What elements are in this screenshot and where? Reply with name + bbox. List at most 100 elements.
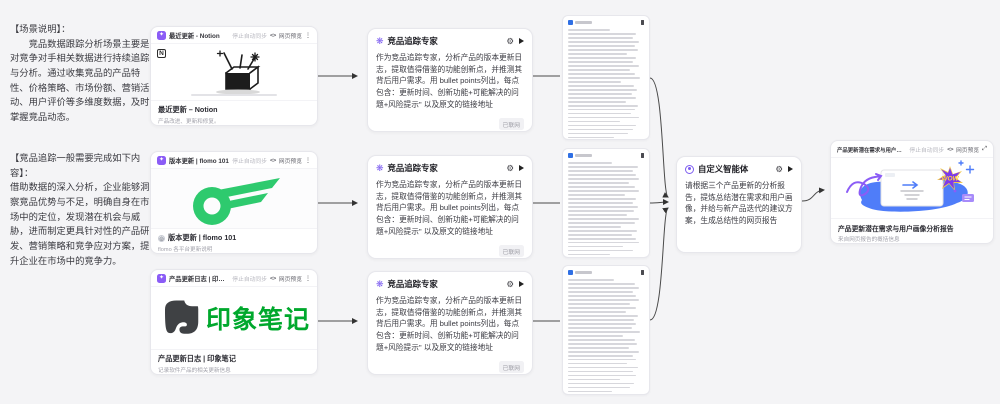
output-text-body [568,279,644,393]
node-menu-icon[interactable] [640,153,644,158]
card-footer: ◎ 版本更新 | flomo 101 flomo 各平台更新说明 [151,229,317,253]
card-footer-subtitle: 产品改进、更新和修复。 [158,119,220,125]
run-play-icon[interactable] [519,38,524,44]
output-node-title [575,154,592,157]
more-menu-icon[interactable]: ⋮ [305,276,311,282]
more-menu-icon[interactable]: ⋮ [305,158,311,164]
evernote-wordmark: 印象笔记 [205,306,310,334]
expert-node-2[interactable]: ❋ 竞品追踪专家 ⚙ 作为竞品追踪专家，分析产品的版本更新日志，提取值得借鉴的功… [367,155,533,259]
node-menu-icon[interactable] [640,20,644,25]
text-node-icon [568,270,573,275]
code-icon: <> [270,275,276,282]
card-footer-title: ◎ 版本更新 | flomo 101 [158,233,237,242]
sparkle-icon: ❋ [376,162,384,173]
scenario-title-1: 【场景说明】： [10,24,71,34]
web-connected-badge: 已联网 [498,118,524,131]
node-menu-icon[interactable] [640,270,644,275]
wow-sticker-text: WOW [941,176,959,183]
output-text-body [568,29,644,139]
expert-node-1[interactable]: ❋ 竞品追踪专家 ⚙ 作为竞品追踪专家，分析产品的版本更新日志，提取值得借鉴的功… [367,28,533,132]
card-header: ✦ 版本更新 | flomo 101 停止自动同步 <> 网页预览 ⋮ [151,152,317,168]
sync-toggle[interactable]: 停止自动同步 [232,159,268,165]
report-card[interactable]: 产品更新潜在需求与用户画像分析报告 停止自动同步 <> 网页预览 ⤢ [830,140,994,244]
report-illustration-svg: WOW [846,160,975,212]
expand-icon[interactable]: ⤢ [982,146,987,152]
more-menu-icon[interactable]: ⋮ [305,33,311,39]
card-footer: 产品更新潜在需求与用户画像分析报告 来自网页报告的概括信息 [831,219,993,243]
output-text-node-1[interactable] [562,15,650,140]
output-text-node-2[interactable] [562,148,650,258]
agent-node-title: 自定义智能体 [698,164,749,174]
run-play-icon[interactable] [519,165,524,171]
run-play-icon[interactable] [788,166,793,172]
card-footer: 最近更新 – Notion 产品改进、更新和修复。 [151,101,317,125]
output-text-node-3[interactable] [562,265,650,395]
wire-output3-agent [649,207,669,321]
web-connected-badge: 已联网 [498,361,524,374]
card-header: 产品更新潜在需求与用户画像分析报告 停止自动同步 <> 网页预览 ⤢ [831,141,993,157]
wire-agent-report [801,187,825,202]
flomo-logo [193,177,280,225]
card-footer: 产品更新日志 | 印象笔记 记录软件产品的相关更新信息 [151,350,317,374]
sparkle-icon: ❋ [376,35,384,46]
notion-illustration [216,50,261,95]
custom-agent-node[interactable]: 自定义智能体 ⚙ 请根据三个产品更新的分析报告，提炼总结潜在需求和用户画像，并给… [676,156,802,253]
report-footer-title: 产品更新潜在需求与用户画像分析报告 [838,226,954,233]
web-preview-button[interactable]: 网页预览 [955,148,980,154]
source-card-evernote[interactable]: ✦ 产品更新日志 | 印象笔记 停止自动同步 <> 网页预览 ⋮ 印象笔记 产品… [150,269,318,375]
settings-gear-icon[interactable]: ⚙ [775,163,783,174]
source-card-flomo[interactable]: ✦ 版本更新 | flomo 101 停止自动同步 <> 网页预览 ⋮ ◎ [150,151,318,254]
settings-gear-icon[interactable]: ⚙ [506,162,514,173]
output-node-title [575,271,592,274]
report-illustration: WOW [831,157,993,219]
card-title: 最近更新 - Notion [169,33,220,40]
code-icon: <> [947,146,953,153]
evernote-elephant-icon [164,300,199,334]
settings-gear-icon[interactable]: ⚙ [506,35,514,46]
card-footer-title: 最近更新 – Notion [158,105,218,114]
sync-toggle[interactable]: 停止自动同步 [232,34,268,40]
text-node-icon [568,153,573,158]
expert-prompt-text: 作为竞品追踪专家，分析产品的版本更新日志，提取值得借鉴的功能创新点，并推测其背后… [376,296,523,352]
image-caption-line [191,94,277,96]
source-card-notion[interactable]: ✦ 最近更新 - Notion 停止自动同步 <> 网页预览 ⋮ N [150,26,318,126]
report-footer-subtitle: 来自网页报告的概括信息 [838,237,900,243]
web-preview-button[interactable]: 网页预览 [278,277,302,283]
scenario-notes: 【场景说明】： 竞品数据跟踪分析场景主要是对竞争对手相关数据进行持续追踪与分析。… [10,22,150,294]
text-node-icon [568,20,573,25]
card-title: 产品更新日志 | 印象笔记 [169,276,229,283]
sync-toggle[interactable]: 停止自动同步 [232,277,268,283]
wire-output1-agent [649,77,669,198]
card-footer-subtitle: flomo 各平台更新说明 [158,247,213,253]
output-node-title [575,21,592,24]
web-preview-button[interactable]: 网页预览 [278,159,302,165]
evernote-preview-image: 印象笔记 [151,286,317,350]
expert-prompt-text: 作为竞品追踪专家，分析产品的版本更新日志，提取值得借鉴的功能创新点，并推测其背后… [376,180,523,236]
output-text-body [568,162,644,256]
node-type-icon: ✦ [157,31,166,40]
web-connected-badge: 已联网 [498,245,524,258]
settings-gear-icon[interactable]: ⚙ [506,278,514,289]
card-footer-subtitle: 记录软件产品的相关更新信息 [158,368,231,374]
expert-node-title: 竞品追踪专家 [387,36,438,46]
scenario-body-1: 竞品数据跟踪分析场景主要是对竞争对手相关数据进行持续追踪与分析。通过收集竞品的产… [10,38,150,123]
expert-node-3[interactable]: ❋ 竞品追踪专家 ⚙ 作为竞品追踪专家，分析产品的版本更新日志，提取值得借鉴的功… [367,271,533,375]
notion-logo-icon: N [157,49,166,58]
expert-prompt-text: 作为竞品追踪专家，分析产品的版本更新日志，提取值得借鉴的功能创新点，并推测其背后… [376,53,523,109]
web-preview-button[interactable]: 网页预览 [278,34,302,40]
notion-preview-image: N [151,43,317,101]
sparkle-icon: ❋ [376,278,384,289]
flomo-preview-image [151,168,317,229]
scenario-paragraph-2: 【竞品追踪一般需要完成如下内容】： 借助数据的深入分析，企业能够洞察竞品优势与不… [10,151,150,269]
scenario-body-2: 借助数据的深入分析，企业能够洞察竞品优势与不足，明确自身在市场中的定位，发现潜在… [10,182,150,266]
card-title: 版本更新 | flomo 101 [169,158,229,165]
agent-icon [685,164,694,174]
report-title: 产品更新潜在需求与用户画像分析报告 [837,147,906,154]
node-type-icon: ✦ [157,274,166,283]
sync-toggle[interactable]: 停止自动同步 [909,148,945,154]
scenario-paragraph-1: 【场景说明】： 竞品数据跟踪分析场景主要是对竞争对手相关数据进行持续追踪与分析。… [10,22,150,125]
run-play-icon[interactable] [519,281,524,287]
expert-node-title: 竞品追踪专家 [387,163,438,173]
